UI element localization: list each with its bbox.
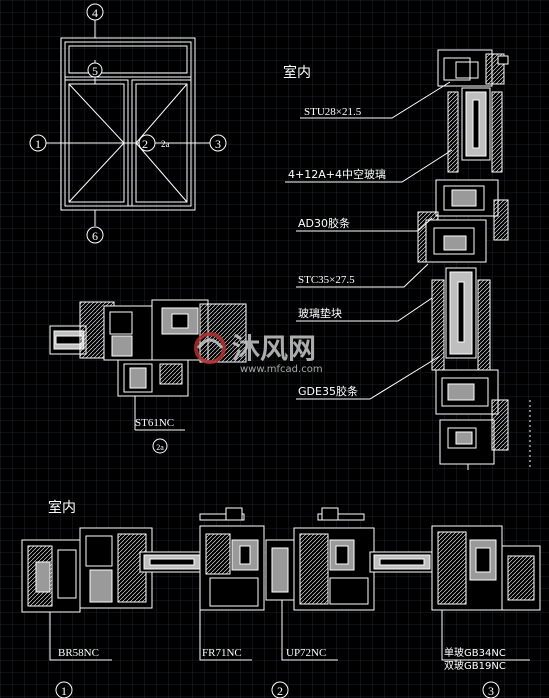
- axis-label: 6: [92, 229, 98, 243]
- label-br58: BR58NC: [58, 647, 99, 659]
- leaders-bottom: [49, 600, 530, 661]
- axis-label: 1: [35, 137, 41, 151]
- watermark-brand: 沐风网: [232, 332, 316, 365]
- axis-marker-5: 5: [87, 62, 103, 78]
- axis-marker-4: 4: [86, 3, 104, 21]
- horizontal-section: [21, 507, 541, 613]
- label-st61: ST61NC: [135, 417, 174, 429]
- section-tag: 2a: [161, 139, 170, 149]
- label-stc: STC35×27.5: [298, 274, 355, 286]
- label-fr71: FR71NC: [202, 647, 242, 659]
- label-up72: UP72NC: [286, 647, 326, 659]
- axis-label: 2: [277, 684, 283, 698]
- bottom-axis-1: 1: [55, 681, 73, 698]
- axis-label: 3: [488, 684, 494, 698]
- label-gb19: 双玻GB19NC: [444, 659, 506, 672]
- label-ad30: AD30胶条: [298, 216, 350, 230]
- axis-marker-2: 2 2a: [138, 134, 170, 152]
- label-indoor-bottom: 室内: [48, 499, 76, 516]
- axis-label: 5: [92, 64, 98, 78]
- axis-label: 4: [92, 6, 98, 20]
- axis-label: 3: [215, 137, 221, 151]
- window-elevation: [46, 20, 210, 226]
- section-tag-circle: 2a: [152, 438, 168, 454]
- label-gde35: GDE35胶条: [298, 384, 358, 398]
- label-stu: STU28×21.5: [304, 106, 362, 118]
- bottom-axis-2: 2: [271, 681, 289, 698]
- section-tag-bottom: 2a: [156, 443, 164, 452]
- axis-marker-6: 6: [86, 226, 104, 244]
- bottom-axis-3: 3: [482, 681, 500, 698]
- swirl-logo-icon: [194, 332, 226, 364]
- label-indoor-top: 室内: [283, 64, 311, 81]
- label-glass-block: 玻璃垫块: [298, 306, 342, 320]
- axis-label: 1: [61, 684, 67, 698]
- watermark: 沐风网 www.mfcad.com: [194, 332, 323, 375]
- watermark-url: www.mfcad.com: [240, 364, 323, 375]
- axis-marker-1: 1: [29, 134, 47, 152]
- vertical-section: [417, 49, 531, 470]
- label-gb34: 单玻GB34NC: [444, 646, 506, 659]
- leaders-right: [285, 81, 453, 400]
- axis-label: 2: [142, 137, 148, 151]
- label-glass: 4+12A+4中空玻璃: [288, 167, 386, 181]
- axis-marker-3: 3: [209, 134, 227, 152]
